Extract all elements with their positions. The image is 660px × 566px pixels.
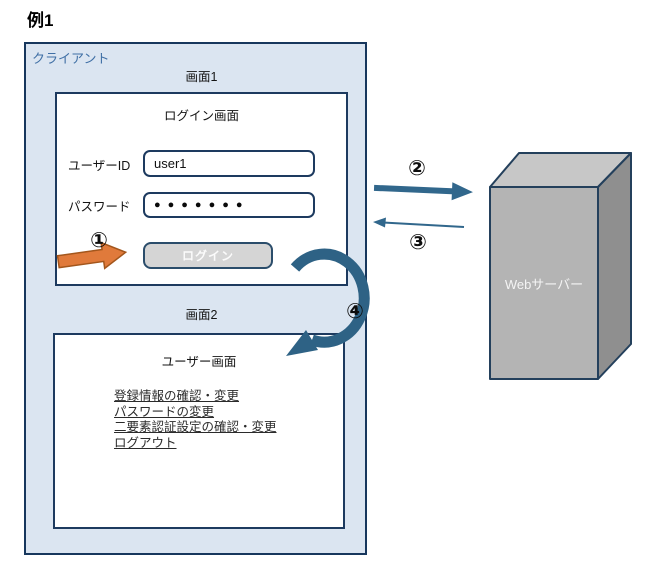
client-label: クライアント <box>32 51 110 66</box>
step3-response-arrow-line <box>382 221 465 228</box>
user-menu-links: 登録情報の確認・変更 パスワードの変更 二要素認証設定の確認・変更 ログアウト <box>114 389 277 451</box>
user-screen-panel: ユーザー画面 登録情報の確認・変更 パスワードの変更 二要素認証設定の確認・変更… <box>53 333 345 529</box>
web-server-label: Webサーバー <box>505 277 583 292</box>
link-two-factor-settings[interactable]: 二要素認証設定の確認・変更 <box>114 420 277 434</box>
login-screen-panel: ログイン画面 ユーザーID パスワード ログイン <box>55 92 348 286</box>
password-input[interactable] <box>143 192 315 218</box>
web-server-side-face <box>597 152 632 380</box>
web-server-top-face <box>489 152 632 188</box>
web-server-icon: Webサーバー <box>489 152 632 380</box>
user-id-input[interactable] <box>143 150 315 177</box>
screen1-label: 画面1 <box>185 70 218 84</box>
step1-number: ① <box>90 229 108 252</box>
password-label: パスワード <box>68 200 131 214</box>
step2-number: ② <box>408 157 426 180</box>
link-logout[interactable]: ログアウト <box>114 435 177 450</box>
user-screen-title: ユーザー画面 <box>161 355 237 369</box>
login-button[interactable]: ログイン <box>143 242 273 269</box>
web-server-front-face <box>489 186 599 380</box>
login-screen-title: ログイン画面 <box>163 109 239 123</box>
step3-number: ③ <box>409 231 427 254</box>
link-change-password[interactable]: パスワードの変更 <box>114 404 215 419</box>
step2-request-arrow-icon <box>373 182 473 201</box>
link-registration-info[interactable]: 登録情報の確認・変更 <box>114 389 240 403</box>
user-id-label: ユーザーID <box>68 159 131 173</box>
step3-response-arrow-head <box>373 217 386 228</box>
step4-number: ④ <box>346 300 364 323</box>
page-title: 例1 <box>27 11 54 30</box>
screen2-label: 画面2 <box>185 308 218 322</box>
